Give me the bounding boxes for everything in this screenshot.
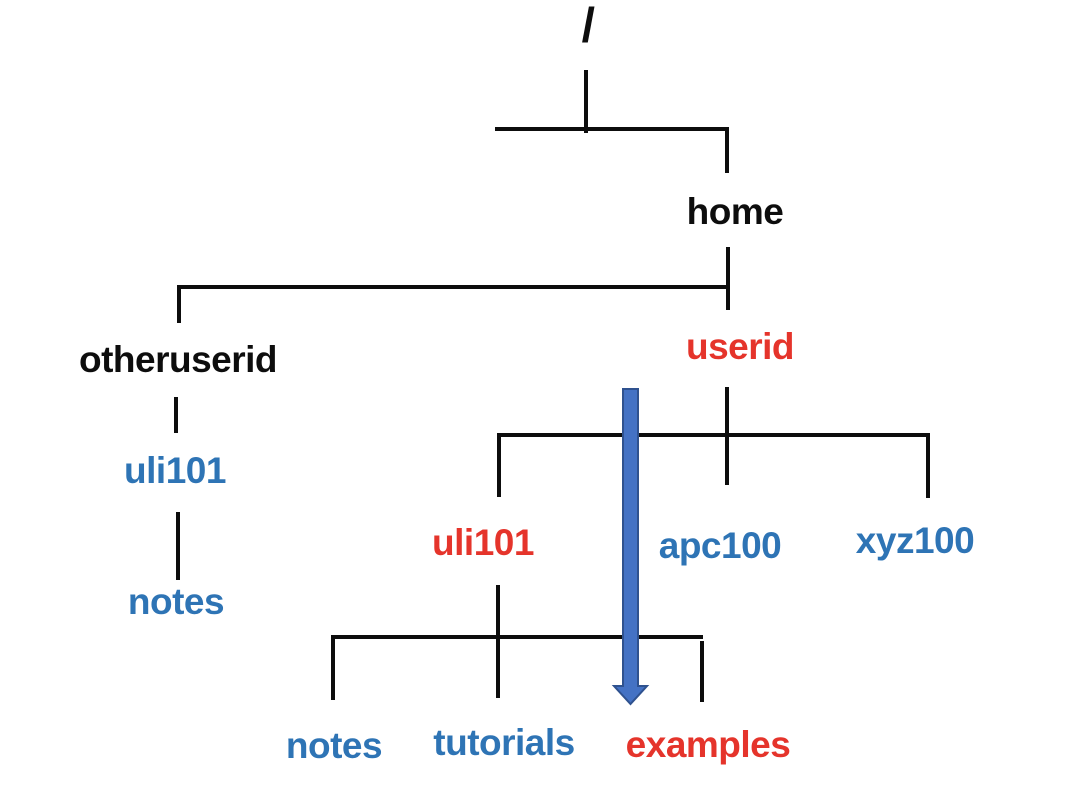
node-userid: userid (685, 326, 795, 367)
connector-drop-examples (700, 641, 704, 702)
node-apc100: apc100 (658, 525, 782, 566)
node-home: home (686, 191, 784, 232)
connector-level3-horizontal (497, 433, 930, 437)
node-xyz100: xyz100 (855, 520, 975, 561)
connector-level2-horizontal (177, 285, 730, 289)
connector-drop-notes (331, 635, 335, 700)
connector-root-stem (584, 70, 588, 133)
node-root-slash: / (581, 0, 595, 53)
connector-drop-otheruserid (177, 285, 181, 323)
connector-drop-home (725, 127, 729, 173)
node-userid-uli101: uli101 (432, 522, 534, 563)
connector-drop-userid-uli101 (497, 433, 501, 497)
node-notes: notes (285, 725, 383, 766)
node-examples: examples (625, 724, 791, 765)
connector-otheruserid-stem (174, 397, 178, 433)
node-tutorials: tutorials (433, 722, 575, 763)
connector-uli101-stem (496, 585, 500, 698)
connector-otheruserid-uli101-stem (176, 512, 180, 580)
node-otheruserid: otheruserid (78, 339, 278, 380)
node-otheruserid-uli101: uli101 (124, 450, 226, 491)
down-arrow-icon (611, 388, 650, 706)
connector-level1-horizontal (495, 127, 729, 131)
node-otheruserid-notes: notes (127, 581, 225, 622)
connector-home-stem (726, 247, 730, 310)
connector-drop-xyz100 (926, 433, 930, 498)
connector-level4-horizontal (331, 635, 703, 639)
